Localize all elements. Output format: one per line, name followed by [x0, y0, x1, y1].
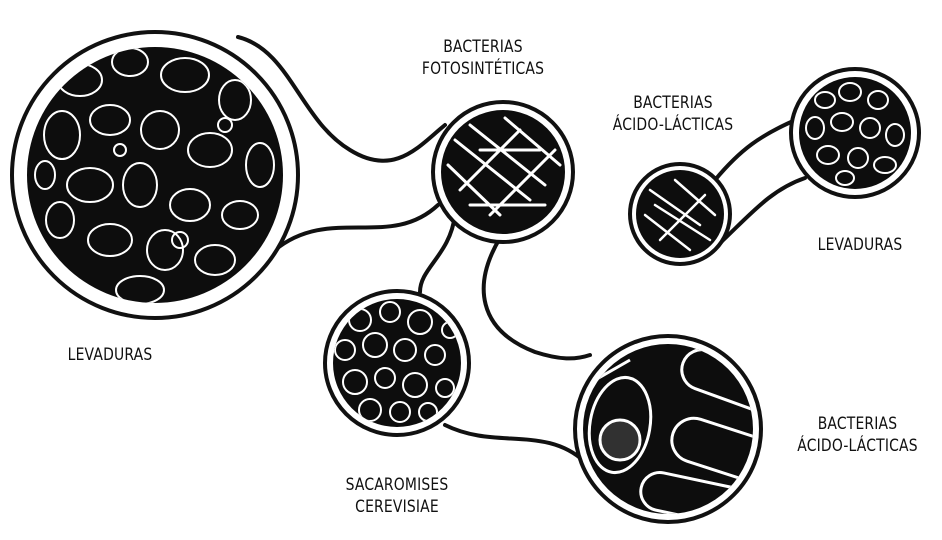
label-line-1: BACTERIAS	[422, 36, 545, 58]
label-levaduras-right: LEVADURAS	[803, 234, 918, 256]
cell-bacterias-acido-lacticas-bottom	[575, 336, 794, 529]
specimen-disc	[441, 110, 565, 234]
tube-levaduras-to-fotosinteticas-lower	[275, 205, 438, 250]
label-line-2: CEREVISIAE	[336, 496, 459, 518]
cell-levaduras-left	[12, 32, 298, 318]
label-line-2: ÁCIDO-LÁCTICAS	[790, 435, 925, 457]
label-line-2: ÁCIDO-LÁCTICAS	[612, 114, 735, 136]
tube-sacaromises-to-acido-lower	[445, 425, 585, 462]
label-bacterias-acido-lacticas-top: BACTERIAS ÁCIDO-LÁCTICAS	[612, 92, 735, 136]
label-bacterias-fotosinteticas: BACTERIAS FOTOSINTÉTICAS	[422, 36, 545, 80]
cell-bacterias-acido-lacticas-top	[630, 164, 730, 264]
label-bacterias-acido-lacticas-bottom: BACTERIAS ÁCIDO-LÁCTICAS	[790, 413, 925, 457]
label-text: LEVADURAS	[803, 234, 918, 256]
label-line-2: FOTOSINTÉTICAS	[422, 58, 545, 80]
tube-foto-to-acido-right	[484, 238, 590, 358]
label-text: LEVADURAS	[53, 344, 168, 366]
specimen-disc	[799, 77, 911, 189]
cell-levaduras-right	[791, 69, 919, 197]
label-line-1: SACAROMISES	[336, 474, 459, 496]
label-sacaromises-cerevisiae: SACAROMISES CEREVISIAE	[336, 474, 459, 518]
cell-bacterias-fotosinteticas	[433, 102, 573, 242]
cell-sacaromises-cerevisiae	[325, 291, 469, 435]
label-levaduras-left: LEVADURAS	[53, 344, 168, 366]
label-line-1: BACTERIAS	[612, 92, 735, 114]
tube-foto-to-sacaromises-left	[420, 215, 455, 292]
label-line-1: BACTERIAS	[790, 413, 925, 435]
